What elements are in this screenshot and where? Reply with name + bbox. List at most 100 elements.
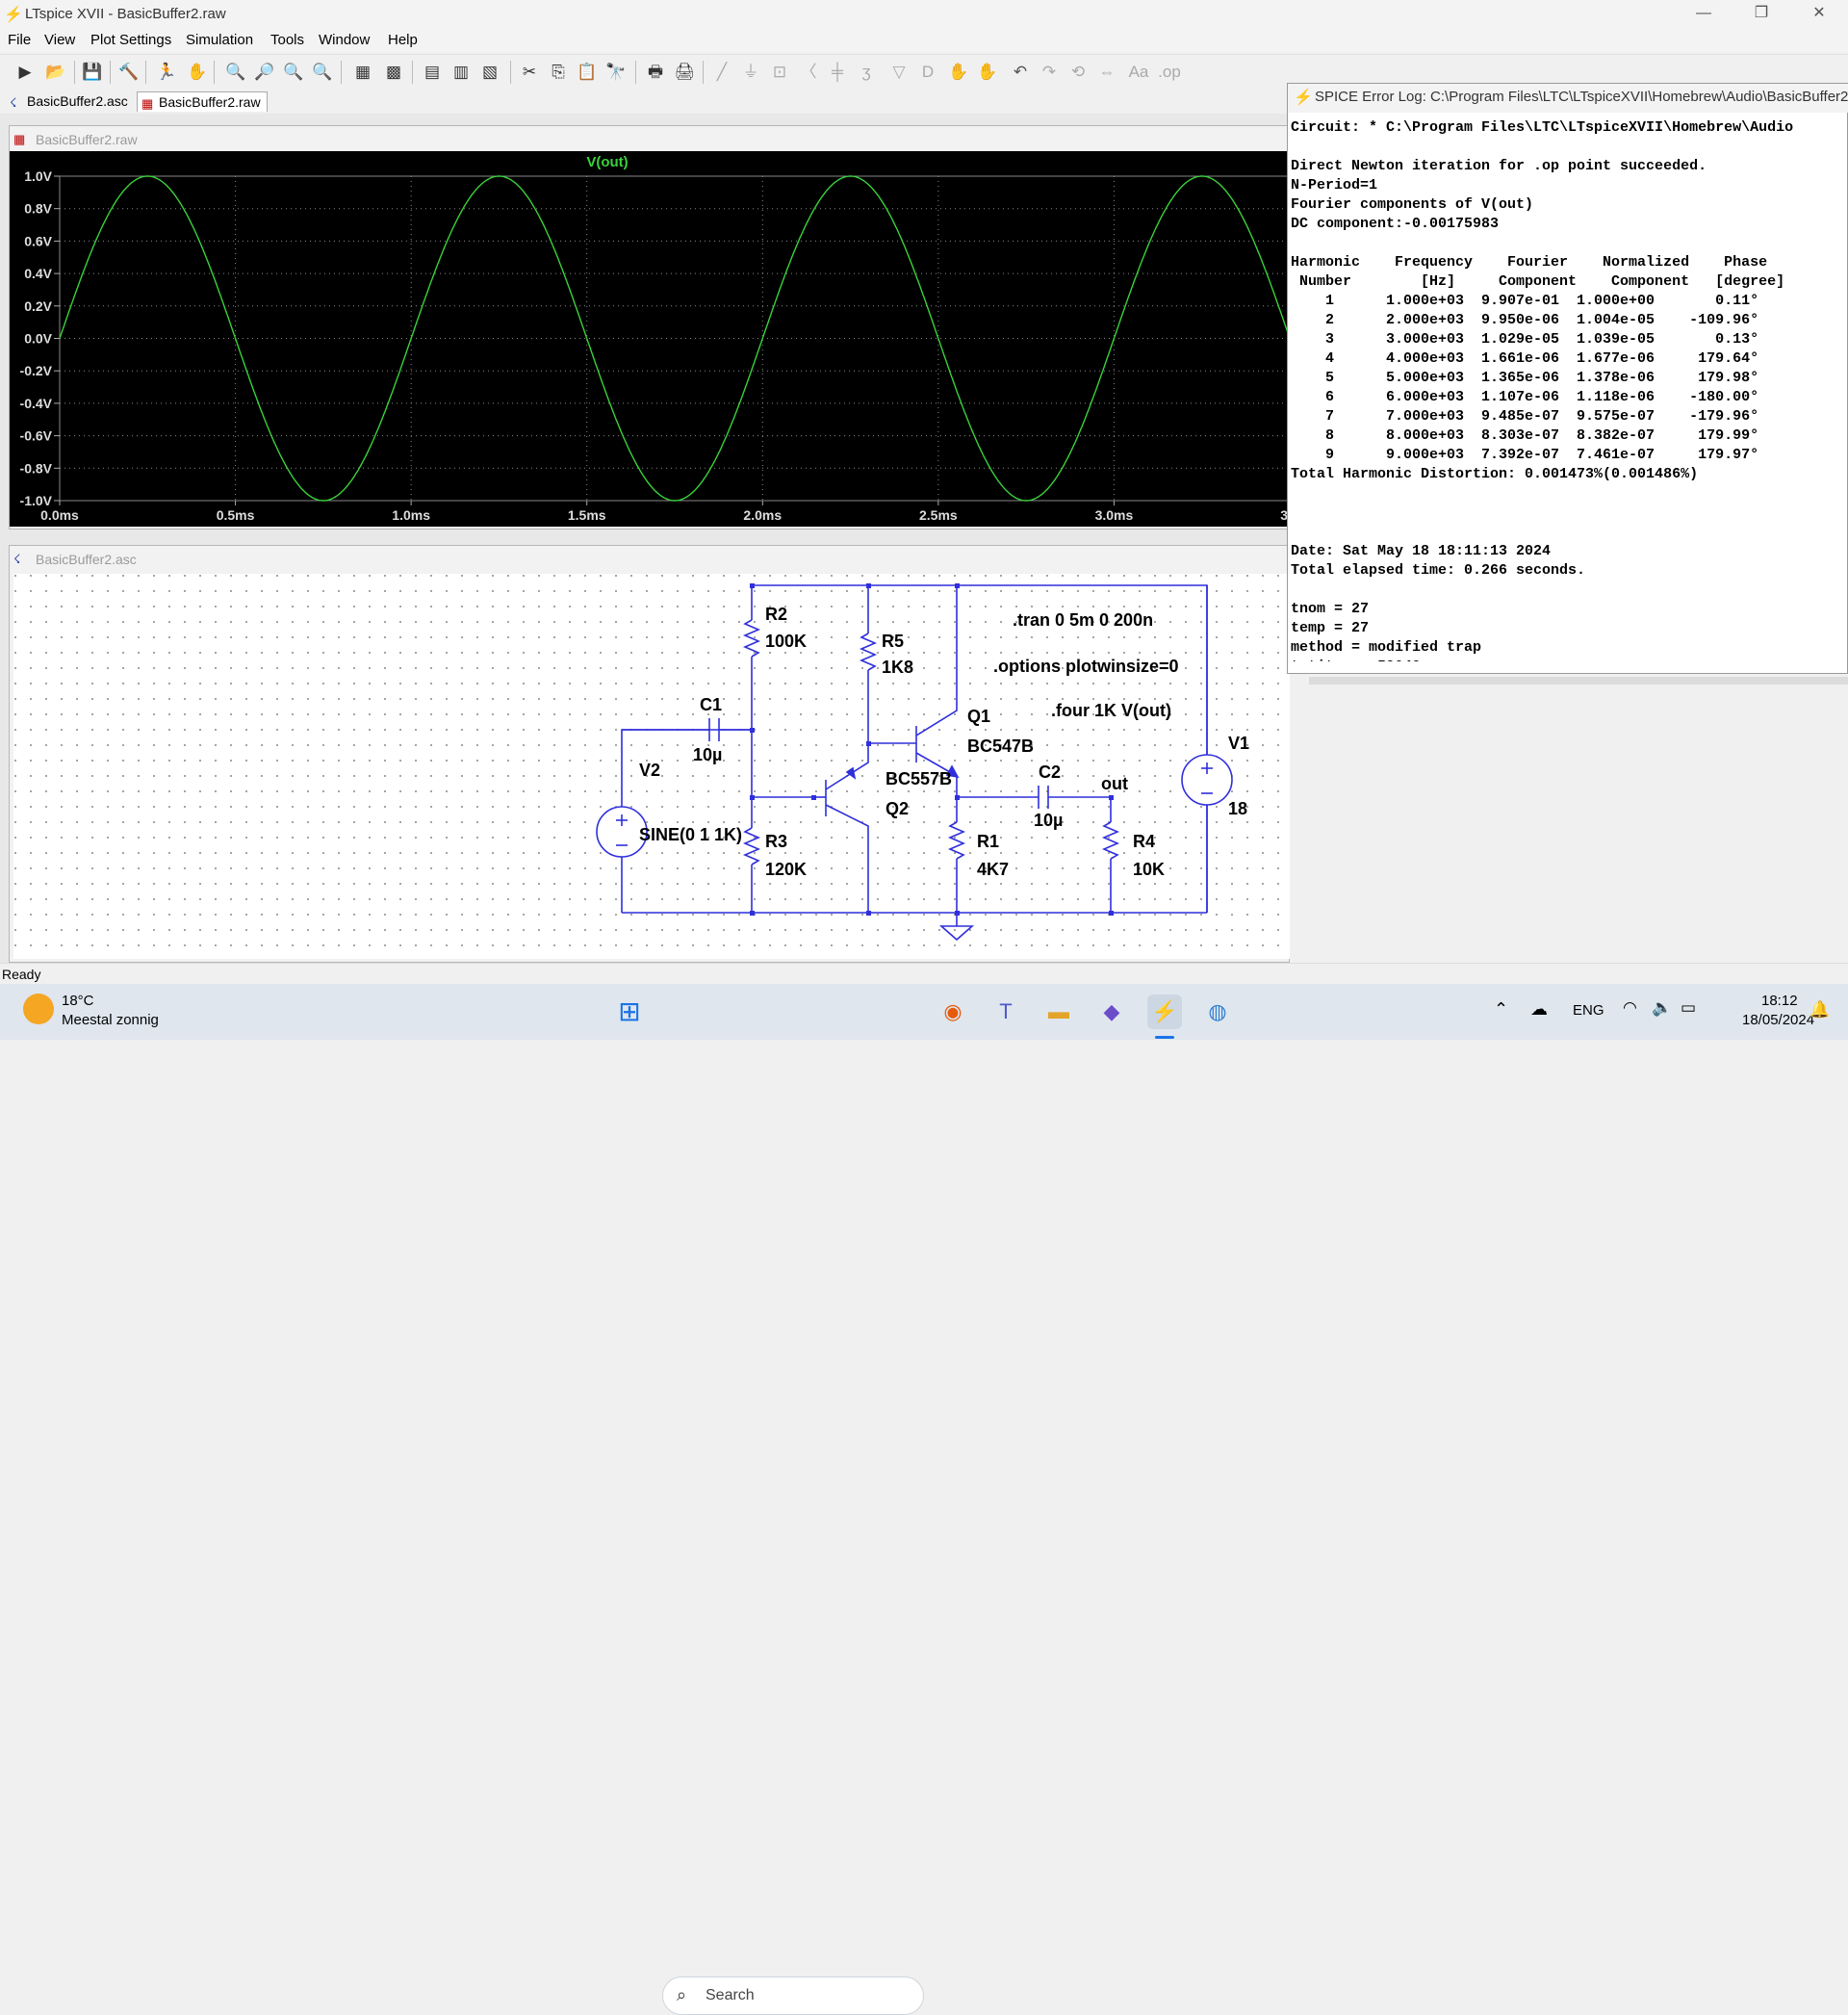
component-icon[interactable]: D [921,63,935,81]
app-icon[interactable]: ◆ [1103,999,1120,1023]
ltspice-taskbar-icon[interactable]: ⚡ [1147,995,1182,1029]
trace-label[interactable]: V(out) [586,154,628,170]
error-log-line [1291,581,1848,600]
start-icon[interactable]: ⊞ [618,996,641,1026]
tab-raw[interactable]: ▦ BasicBuffer2.raw [137,91,268,112]
error-log-title-text: SPICE Error Log: C:\Program Files\LTC\LT… [1315,89,1848,105]
firefox-icon[interactable]: ◉ [943,999,962,1023]
print-preview-icon[interactable]: 🖨 [674,63,695,81]
zoom-out-icon[interactable]: 🔍 [283,63,304,81]
close-button[interactable]: ✕ [1812,5,1826,21]
chevron-up-icon[interactable]: ⌃ [1494,999,1509,1019]
notification-icon[interactable]: 🔔 [1810,1000,1831,1019]
move-icon[interactable]: ✋ [948,63,969,81]
control-panel-icon[interactable]: 🔨 [118,63,140,81]
tile-vertical-icon[interactable]: ▧ [481,63,499,81]
wire-icon[interactable]: ╱ [716,63,728,81]
directive-options[interactable]: .options plotwinsize=0 [993,657,1179,676]
print-icon[interactable]: 🖶 [647,63,664,81]
language-indicator[interactable]: ENG [1573,1002,1604,1019]
halt-icon[interactable]: ✋ [187,63,208,81]
spice-directive-icon[interactable]: .op [1158,63,1181,81]
teams-icon[interactable]: T [999,999,1013,1023]
search-placeholder: Search [706,1987,755,2003]
schematic-icon: ☇ [10,95,17,110]
label-c1-value: 10µ [693,745,723,764]
pan-icon[interactable]: 🔎 [254,63,275,81]
menu-help[interactable]: Help [388,32,418,48]
wifi-icon[interactable]: ◠ [1623,998,1637,1017]
menu-file[interactable]: File [8,32,32,48]
rotate-icon[interactable]: ⟲ [1070,63,1086,81]
undo-icon[interactable]: ↶ [1013,63,1028,81]
label-q1: Q1 [967,707,991,726]
menu-simulation[interactable]: Simulation [186,32,254,48]
y-tick-label: 0.8V [24,201,52,217]
open-icon[interactable]: 📂 [45,63,66,81]
ground-icon[interactable]: ⏚ [742,63,759,81]
cloud-icon[interactable]: ☁ [1530,999,1548,1019]
error-log-line: Total Harmonic Distortion: 0.001473%(0.0… [1291,466,1699,482]
capacitor-icon[interactable]: ╪ [831,63,844,81]
copy-icon[interactable]: ⎘ [552,63,565,81]
ltspice-logo-icon: ⚡ [1294,90,1313,106]
status-text: Ready [2,967,41,982]
resistor-icon[interactable]: 〈 [800,63,817,81]
error-log-text[interactable]: Circuit: * C:\Program Files\LTC\LTspiceX… [1291,118,1848,661]
clock-time[interactable]: 18:12 [1761,993,1798,1009]
restore-button[interactable]: ❐ [1754,5,1769,21]
pinned-app-icon[interactable]: ◍ [1208,999,1227,1023]
label-r1-value: 4K7 [977,860,1010,879]
error-log-line: 2 2.000e+03 9.950e-06 1.004e-05 -109.96° [1291,312,1759,328]
redo-icon[interactable]: ↷ [1041,63,1057,81]
waveform-chart: 1.0V0.8V0.6V0.4V0.2V0.0V-0.2V-0.4V-0.6V-… [20,154,1299,523]
error-log-line: Total elapsed time: 0.266 seconds. [1291,562,1586,579]
waveform-window-icon: ▦ [13,132,26,146]
x-tick-label: 2.5ms [919,507,958,523]
clock-date[interactable]: 18/05/2024 [1742,1012,1815,1028]
run-icon[interactable]: ▶ [18,63,32,81]
menu-plot-settings[interactable]: Plot Settings [90,32,172,48]
menu-window[interactable]: Window [319,32,371,48]
label-net-icon[interactable]: ⊡ [772,63,787,81]
search-box[interactable]: ⌕ Search [662,1976,924,2015]
horizontal-scrollbar[interactable] [1309,677,1848,685]
minimize-button[interactable]: — [1696,5,1711,21]
error-log-line [1291,523,1848,542]
directive-tran[interactable]: .tran 0 5m 0 200n [1013,610,1154,630]
x-tick-label: 3.0ms [1095,507,1134,523]
title-bar: ⚡ LTspice XVII - BasicBuffer2.raw — ❐ ✕ [0,0,1848,29]
directive-four[interactable]: .four 1K V(out) [1051,701,1171,720]
v2-source-icon [596,806,648,858]
weather-desc: Meestal zonnig [62,1012,159,1028]
text-icon[interactable]: Aa [1128,63,1149,81]
file-explorer-icon[interactable]: ▬ [1048,999,1069,1023]
zoom-in-icon[interactable]: 🔍 [225,63,246,81]
weather-icon[interactable] [23,994,54,1024]
save-icon[interactable]: 💾 [82,63,103,81]
run-sim-icon[interactable]: 🏃 [156,63,177,81]
diode-icon[interactable]: ▽ [892,63,906,81]
inductor-icon[interactable]: ʒ [861,63,871,81]
add-trace-icon[interactable]: ▩ [385,63,402,81]
battery-icon[interactable]: ▭ [1681,998,1697,1017]
toolbar: ▶ 📂 💾 🔨 🏃 ✋ 🔍 🔎 🔍 🔍 ▦ ▩ ▤ ▥ ▧ ✂ ⎘ 📋 🔭 🖶 … [0,54,1848,89]
tile-horizontal-icon[interactable]: ▤ [424,63,441,81]
schematic-canvas[interactable]: R2 100K R5 1K8 C1 10µ V2 SINE(0 1 1K) R3… [13,574,1290,959]
autorange-icon[interactable]: ▦ [354,63,372,81]
find-icon[interactable]: 🔭 [605,63,627,81]
menu-view[interactable]: View [44,32,76,48]
volume-icon[interactable]: 🔈 [1652,998,1673,1017]
drag-icon[interactable]: ✋ [977,63,998,81]
tab-schematic[interactable]: ☇ BasicBuffer2.asc [6,91,134,112]
trace-vout[interactable] [59,175,1291,502]
zoom-fit-icon[interactable]: 🔍 [312,63,333,81]
cascade-icon[interactable]: ▥ [452,63,470,81]
cut-icon[interactable]: ✂ [522,63,537,81]
label-r3-value: 120K [765,860,808,879]
mirror-icon[interactable]: ⇔ [1098,63,1116,81]
paste-icon[interactable]: 📋 [577,63,598,81]
y-tick-label: -1.0V [20,493,53,508]
menu-tools[interactable]: Tools [270,32,305,48]
